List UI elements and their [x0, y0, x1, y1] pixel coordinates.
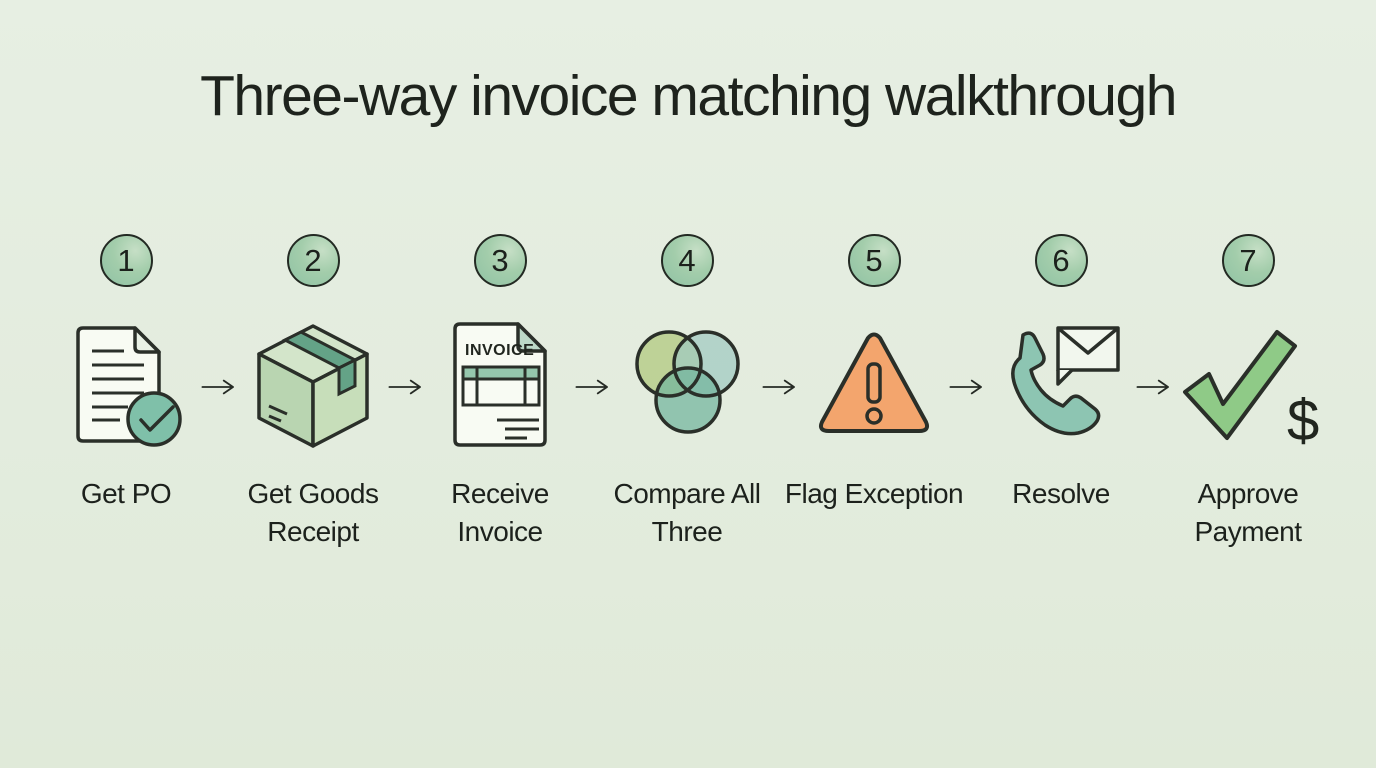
arrow-right-icon: [201, 375, 238, 399]
step-receive-invoice: 3 INVOICE Receive Invoice: [425, 234, 575, 551]
page-title: Three-way invoice matching walkthrough: [200, 64, 1177, 128]
step-label: Get PO: [80, 478, 172, 510]
step-get-po: 1 Get PO: [51, 234, 201, 513]
step-compare-all-three: 4 Compare All Three: [612, 234, 762, 551]
step-label: Resolve: [1012, 478, 1110, 510]
arrow-right-icon: [762, 375, 799, 399]
phone-and-envelope-icon: [996, 317, 1126, 453]
step-get-goods-receipt: 2 Get Goods Receipt: [238, 234, 388, 551]
step-flag-exception: 5 Flag Exception: [785, 234, 964, 513]
step-number-badge: 4: [660, 234, 714, 288]
step-number-badge: 2: [286, 234, 340, 288]
po-document-with-check-icon: [62, 317, 190, 453]
step-number-badge: 1: [99, 234, 153, 288]
warning-triangle-icon: [814, 317, 934, 453]
step-label: Flag Exception: [784, 478, 964, 510]
goods-box-icon: [249, 317, 377, 453]
venn-three-circles-icon: [622, 317, 752, 453]
step-approve-payment: 7 $ Approve Payment: [1173, 234, 1323, 551]
step-label: Compare All Three: [613, 478, 761, 548]
dollar-sign: $: [1287, 388, 1319, 448]
invoice-icon-text: INVOICE: [465, 342, 534, 359]
invoice-document-icon: INVOICE: [445, 317, 555, 453]
arrow-right-icon: [1136, 375, 1173, 399]
arrow-right-icon: [949, 375, 986, 399]
step-resolve: 6 Resolve: [986, 234, 1136, 513]
step-number-badge: 5: [847, 234, 901, 288]
arrow-right-icon: [575, 375, 612, 399]
step-label: Get Goods Receipt: [247, 478, 379, 548]
step-label: Approve Payment: [1194, 478, 1303, 548]
step-number-badge: 7: [1221, 234, 1275, 288]
step-label: Receive Invoice: [451, 478, 549, 548]
arrow-right-icon: [388, 375, 425, 399]
step-number-badge: 6: [1034, 234, 1088, 288]
steps-row: 1 Get PO: [0, 234, 1376, 551]
step-number-badge: 3: [473, 234, 527, 288]
check-with-dollar-icon: $: [1175, 317, 1321, 453]
